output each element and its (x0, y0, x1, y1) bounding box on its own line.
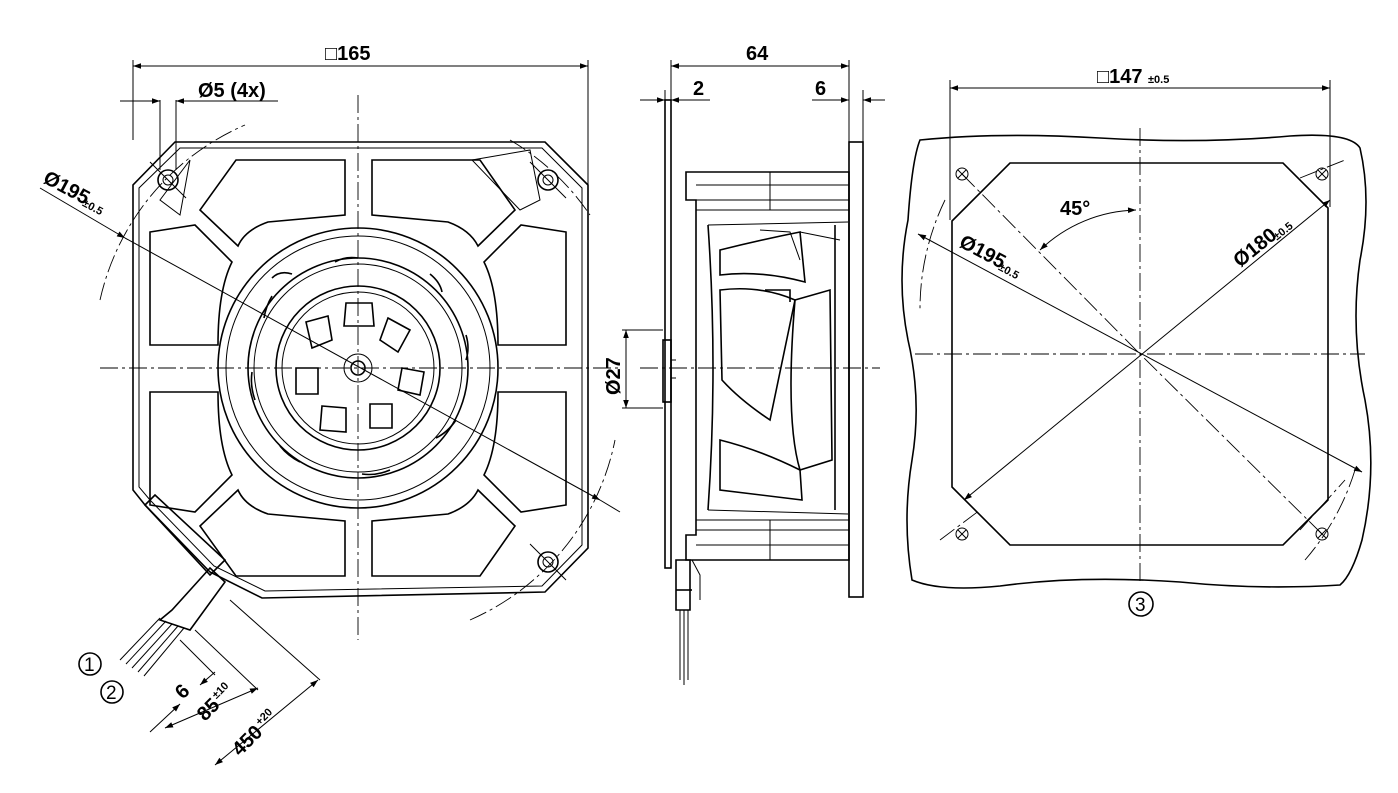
dim-angle-label: 45° (1060, 198, 1090, 220)
impeller-blades (250, 256, 469, 476)
hub-boss (662, 339, 672, 403)
callout-1: 1 (78, 652, 102, 676)
front-ring-2 (225, 235, 491, 501)
impeller-ring-2 (253, 263, 463, 473)
side-cable (675, 559, 701, 685)
cutout-break-boundary (901, 134, 1372, 589)
left-flange (664, 99, 672, 569)
front-grille-openings (149, 149, 567, 577)
dim-depth-label: 64 (746, 43, 769, 65)
dim-cable-strip-label: 6 (171, 680, 194, 703)
dim-outer-dia-leader (39, 187, 126, 239)
side-view: 64 2 6 Ø27 (603, 43, 885, 685)
cutout-hole-tr (1315, 167, 1329, 181)
front-housing-outline (132, 141, 589, 599)
dim-cable-length-tol: +20 (253, 706, 275, 728)
dim-cutout-square-tol: ±0.5 (1148, 74, 1169, 86)
dim-flange-left-label: 2 (693, 78, 704, 100)
dim-outer-dia-tol: ±0.5 (80, 197, 104, 218)
dim-flange-right-label: 6 (815, 78, 826, 100)
side-blades (719, 231, 833, 501)
dim-cutout-dia2-line (963, 199, 1331, 501)
callout-2: 2 (100, 680, 124, 704)
cutout-arc-left (919, 199, 946, 311)
dim-cutout-dia1-line (917, 233, 1363, 473)
svg-text:1: 1 (84, 655, 95, 676)
cable-exit (119, 493, 227, 677)
dim-cable-inner-tol: ±10 (210, 680, 231, 701)
right-flange (848, 141, 864, 598)
dim-cutout-square-label: □147 (1097, 66, 1142, 88)
dim-hub-dia-label: Ø27 (603, 357, 625, 395)
cutout-hole-bl (955, 527, 969, 541)
front-housing-inner-outline (138, 147, 583, 592)
callout-3: 3 (1128, 591, 1154, 617)
cutout-arc-right (1304, 469, 1356, 561)
cutout-view: □147 ±0.5 45° Ø195 ±0.5 Ø180 ±0.5 3 (901, 66, 1372, 617)
side-body-outline (685, 171, 850, 561)
hub-outer-ring (275, 285, 441, 451)
mounting-hole-tl (149, 161, 187, 199)
front-view: □165 Ø5 (4x) Ø195 ±0.5 6 85 ±10 450 (39, 43, 621, 766)
front-hole-circle-arc-tr (509, 139, 591, 216)
front-outer-ring (217, 227, 499, 509)
mounting-hole-tr (529, 161, 567, 199)
svg-text:2: 2 (106, 683, 117, 704)
dim-front-square-label: □165 (325, 43, 370, 65)
front-hole-circle-arc-tl (99, 124, 246, 301)
hub-center (350, 360, 366, 376)
hub-windows (295, 302, 425, 433)
hub-ring-2 (281, 291, 435, 445)
dim-cutout-dia2-tol: ±0.5 (1271, 220, 1295, 243)
hub-center-ring (343, 353, 373, 383)
front-hole-circle-arc-br (469, 439, 616, 621)
dim-hole-dia-label: Ø5 (4x) (198, 80, 266, 102)
venturi-left (707, 224, 714, 511)
dim-cutout-dia1-tol: ±0.5 (996, 261, 1020, 282)
svg-text:3: 3 (1135, 595, 1146, 616)
mounting-hole-br (529, 543, 567, 581)
